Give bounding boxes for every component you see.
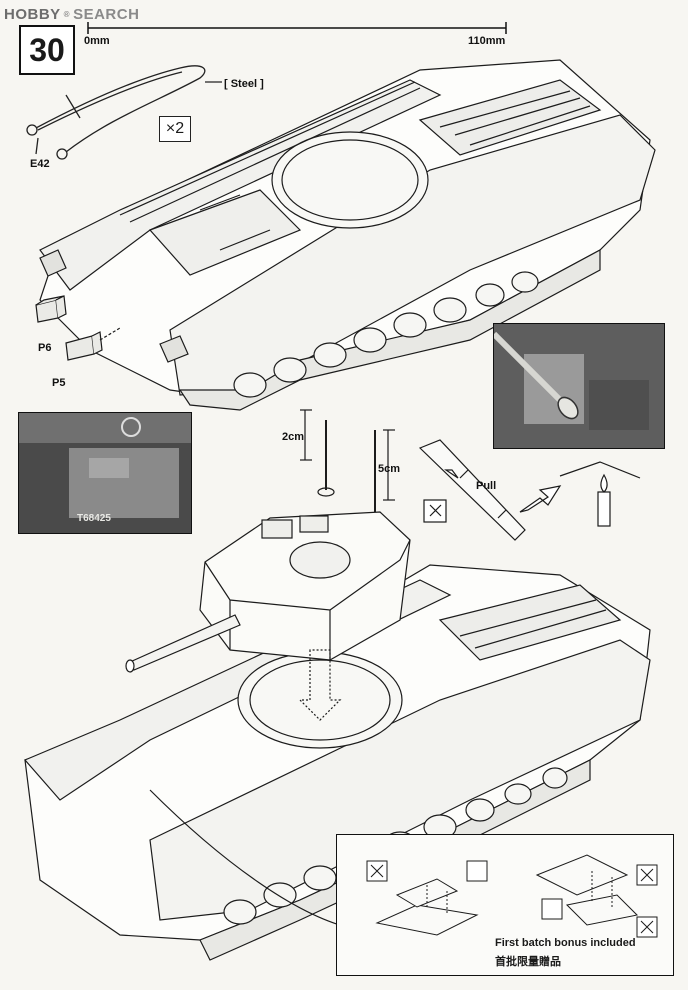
step-number-box: 30 xyxy=(19,25,75,75)
rear-deck-photo xyxy=(19,413,191,533)
steel-wire-diagram xyxy=(26,65,222,160)
part-p6-label: P6 xyxy=(38,342,52,354)
part-p6 xyxy=(35,295,67,323)
brand-mark: ® xyxy=(63,10,71,19)
watermark-logo: HOBBY® SEARCH xyxy=(4,6,139,23)
antenna-short-length: 2cm xyxy=(282,431,305,443)
photo-inset-tow-cable xyxy=(493,323,665,449)
part-p5 xyxy=(65,327,121,361)
upper-hull-drawing xyxy=(39,59,656,411)
quantity-value: 2 xyxy=(175,120,185,137)
hull-marking-text: T68425 xyxy=(77,513,111,524)
photo-inset-rear-deck: T68425 xyxy=(18,412,192,534)
ruler-start-label: 0mm xyxy=(84,35,110,47)
tow-cable-photo xyxy=(494,324,664,448)
bonus-chinese-label: 首批限量贈品 xyxy=(495,956,561,968)
bonus-english-label: First batch bonus included xyxy=(495,937,636,949)
pull-label: Pull xyxy=(476,480,497,492)
ruler-graphic xyxy=(87,22,507,34)
antenna-long-length: 5cm xyxy=(378,463,401,475)
quantity-multiplier: ×2 xyxy=(159,116,191,142)
multiplier-sign: × xyxy=(165,120,176,137)
lower-hull-drawing xyxy=(24,511,651,961)
part-p5-label: P5 xyxy=(52,377,66,389)
bonus-parts-panel: First batch bonus included 首批限量贈品 xyxy=(336,834,674,976)
bonus-parts-drawing xyxy=(366,854,658,938)
brand-name: HOBBY xyxy=(4,6,61,23)
step-number: 30 xyxy=(29,31,65,68)
part-e42-label: E42 xyxy=(30,158,50,170)
steel-material-label: [ Steel ] xyxy=(224,78,264,90)
brand-suffix: SEARCH xyxy=(73,6,140,23)
ruler-end-label: 110mm xyxy=(468,35,506,47)
length-ruler: 0mm 110mm xyxy=(82,20,512,50)
